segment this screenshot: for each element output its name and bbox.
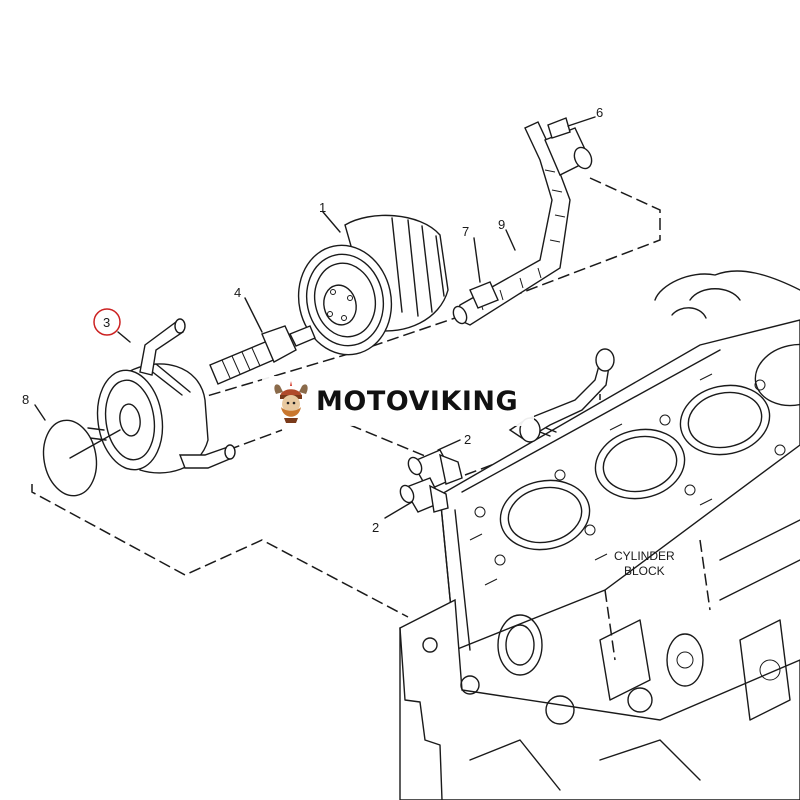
callout-1: 1 <box>319 200 326 215</box>
callout-3: 3 <box>103 315 110 330</box>
part-1-oil-filter <box>297 211 449 356</box>
part-2-fittings <box>384 439 463 519</box>
cylinder-block <box>399 270 800 800</box>
part-9-hose-assembly <box>452 121 571 326</box>
callout-4: 4 <box>234 285 241 300</box>
viking-mascot-icon <box>274 381 308 423</box>
part-3-oil-cooler <box>87 318 236 474</box>
callout-9: 9 <box>498 217 505 232</box>
brand-watermark: MOTOVIKING <box>262 376 534 426</box>
part-8-gasket <box>34 404 121 497</box>
cylinder-block-label-line2: BLOCK <box>624 564 665 578</box>
callout-2-upper: 2 <box>464 432 471 447</box>
part-6-hose-fitting <box>544 116 596 176</box>
cylinder-block-label-line1: CYLINDER <box>614 549 675 563</box>
brand-name: MOTOVIKING <box>316 385 519 417</box>
callout-8: 8 <box>22 392 29 407</box>
callout-3-highlight-circle <box>93 308 121 336</box>
callout-2-lower: 2 <box>372 520 379 535</box>
part-4-threaded-stud <box>209 297 316 385</box>
callout-6: 6 <box>596 105 603 120</box>
oil-return-tube <box>508 348 615 443</box>
callout-7: 7 <box>462 224 469 239</box>
